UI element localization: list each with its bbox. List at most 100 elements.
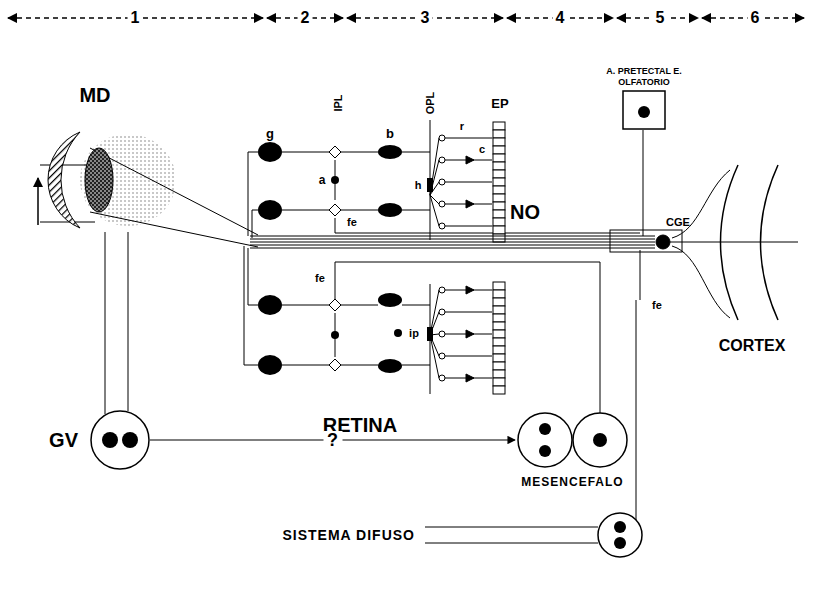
neuron-dot bbox=[593, 433, 607, 447]
receptor-terminal bbox=[439, 201, 445, 207]
synapse-diamond bbox=[329, 146, 341, 371]
nerve-fiber bbox=[250, 236, 655, 237]
pigment-cell bbox=[493, 202, 505, 210]
receptor-terminal bbox=[439, 135, 445, 141]
pigment-cell bbox=[493, 290, 505, 298]
pigment-cell bbox=[493, 218, 505, 226]
pigment-cell bbox=[493, 194, 505, 202]
pigment-cell bbox=[493, 314, 505, 322]
part-label: NO bbox=[510, 202, 540, 222]
pigment-cell bbox=[493, 386, 505, 394]
nucleus-circle: MESENCEFALO bbox=[515, 410, 630, 470]
edge-label: ? bbox=[323, 431, 342, 449]
part-label: r bbox=[460, 121, 464, 132]
cornea bbox=[48, 132, 80, 228]
pigment-cell bbox=[493, 170, 505, 178]
ganglion-circle: GV bbox=[90, 410, 150, 470]
part-label: 1 bbox=[128, 10, 143, 26]
nerve-sheath bbox=[610, 230, 682, 252]
part-label: OPL bbox=[425, 92, 436, 115]
ganglion-cell bbox=[258, 355, 282, 375]
pigment-cell bbox=[493, 362, 505, 370]
node-label: A. PRETECTAL E. OLFATORIO bbox=[603, 66, 685, 87]
retina-circuit bbox=[244, 120, 643, 543]
cone-segment bbox=[466, 200, 474, 208]
part-label: ip bbox=[409, 328, 419, 339]
pigment-cell bbox=[493, 354, 505, 362]
pigment-cell bbox=[493, 330, 505, 338]
light-ray bbox=[90, 212, 258, 247]
radiation bbox=[670, 242, 798, 243]
part-label: IPL bbox=[333, 94, 344, 111]
photoreceptors bbox=[430, 122, 505, 394]
neuron-dot bbox=[539, 423, 551, 435]
node-outline bbox=[90, 410, 150, 470]
nerve-fiber bbox=[250, 248, 655, 249]
pigment-cell bbox=[493, 378, 505, 386]
pigment-cell bbox=[493, 226, 505, 234]
receptor-link bbox=[430, 312, 439, 335]
node-label: SISTEMA DIFUSO bbox=[283, 527, 416, 543]
receptor-terminal bbox=[439, 157, 445, 163]
receptor-terminal bbox=[439, 375, 445, 381]
part-label: MD bbox=[79, 85, 110, 105]
receptor-link bbox=[430, 290, 439, 335]
pigment-cell bbox=[493, 298, 505, 306]
receptor-terminal bbox=[439, 223, 445, 229]
part-label: 4 bbox=[553, 10, 568, 26]
receptor-terminal bbox=[439, 179, 445, 185]
light-ray bbox=[40, 222, 95, 223]
nerve-fiber bbox=[250, 239, 655, 240]
object-arrow bbox=[37, 178, 39, 225]
cge-neuron bbox=[656, 235, 670, 249]
pigment-cell bbox=[493, 186, 505, 194]
pigment-cell bbox=[493, 162, 505, 170]
receptor-link bbox=[430, 195, 439, 226]
pigment-cell bbox=[493, 370, 505, 378]
pigment-cell bbox=[493, 282, 505, 290]
receptor-terminal bbox=[439, 353, 445, 359]
receptor-terminal bbox=[439, 287, 445, 293]
ganglion-cell bbox=[258, 200, 282, 220]
receptor-link bbox=[430, 335, 439, 356]
nucleus-circle: SISTEMA DIFUSO bbox=[595, 512, 645, 558]
axon bbox=[244, 152, 258, 365]
pigment-cell bbox=[493, 178, 505, 186]
part-label: 5 bbox=[653, 10, 668, 26]
central-pathways bbox=[250, 165, 798, 320]
motor-fiber bbox=[128, 232, 129, 411]
interplexiform-cell bbox=[394, 329, 402, 337]
pigment-cell bbox=[493, 210, 505, 218]
diffuse-input bbox=[425, 527, 598, 543]
neuron-dot bbox=[539, 445, 551, 457]
pigment-cell bbox=[493, 346, 505, 354]
ganglion-cell bbox=[258, 295, 282, 315]
part-label: fe bbox=[315, 273, 325, 284]
circle-outline bbox=[518, 413, 572, 467]
synapse-path bbox=[282, 152, 430, 365]
neuron-dot bbox=[614, 521, 626, 533]
part-label: EP bbox=[491, 97, 508, 110]
motor-fiber bbox=[105, 232, 106, 414]
pretectal-fiber bbox=[643, 130, 644, 236]
box-outline bbox=[623, 91, 665, 129]
eye-optics bbox=[38, 132, 258, 414]
pigment-cell bbox=[493, 306, 505, 314]
part-label: CGE bbox=[666, 217, 690, 228]
bipolar-cell bbox=[378, 359, 402, 373]
receptor-body bbox=[445, 356, 492, 357]
part-label: fe bbox=[347, 217, 357, 228]
vitreous bbox=[80, 134, 176, 226]
lens bbox=[85, 148, 113, 212]
pigment-cell bbox=[493, 130, 505, 138]
efferent-fiber bbox=[335, 218, 640, 520]
cone-segment bbox=[466, 156, 474, 164]
node-outline bbox=[515, 410, 630, 470]
part-label: g bbox=[266, 127, 274, 140]
circle-outline bbox=[598, 513, 642, 557]
nerve-fiber bbox=[250, 245, 655, 246]
receptor-body bbox=[445, 226, 492, 227]
